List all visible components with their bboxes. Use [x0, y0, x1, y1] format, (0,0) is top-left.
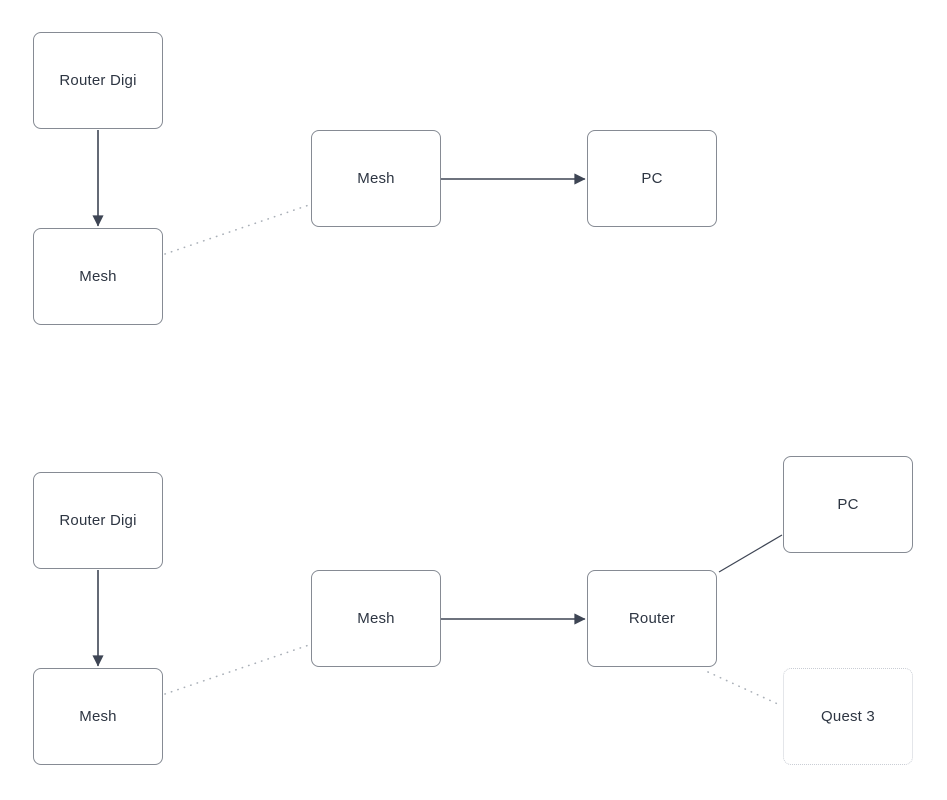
node-pc-bottom[interactable]: PC [783, 456, 913, 553]
node-label: Router Digi [59, 72, 137, 89]
node-mesh-left-bottom[interactable]: Mesh [33, 668, 163, 765]
node-label: PC [837, 496, 859, 513]
node-label: PC [641, 170, 663, 187]
node-label: Mesh [357, 170, 395, 187]
node-label: Mesh [79, 708, 117, 725]
node-mesh-middle-bottom[interactable]: Mesh [311, 570, 441, 667]
node-router-digi-bottom[interactable]: Router Digi [33, 472, 163, 569]
node-mesh-middle-top[interactable]: Mesh [311, 130, 441, 227]
edge-bottom-router-to-quest3-dotted [707, 671, 781, 706]
node-mesh-left-top[interactable]: Mesh [33, 228, 163, 325]
node-pc-top[interactable]: PC [587, 130, 717, 227]
node-router-bottom[interactable]: Router [587, 570, 717, 667]
edge-bottom-router-to-pc [718, 534, 783, 573]
node-router-digi-top[interactable]: Router Digi [33, 32, 163, 129]
node-label: Mesh [357, 610, 395, 627]
node-label: Router [628, 610, 676, 627]
edge-top-mesh-to-mesh-dotted [164, 204, 310, 255]
node-label: Mesh [79, 268, 117, 285]
edge-bottom-mesh-to-mesh-dotted [164, 644, 310, 695]
node-label: Router Digi [59, 512, 137, 529]
node-quest3-bottom[interactable]: Quest 3 [783, 668, 913, 765]
node-label: Quest 3 [821, 708, 875, 725]
